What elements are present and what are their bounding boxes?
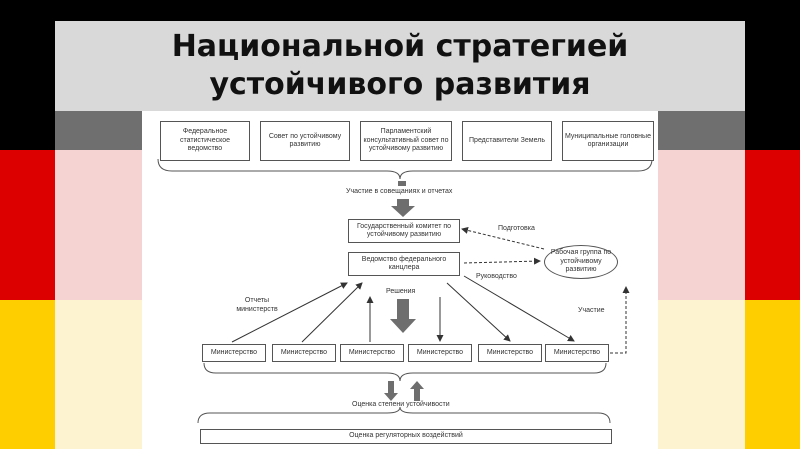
assessment-brace: [197, 406, 611, 424]
top-box-parliament-council: Парламентский консультативный совет по у…: [360, 121, 452, 161]
ministry-box: Министерство: [272, 344, 336, 362]
assessment-up-arrow: [410, 381, 424, 401]
top-brace: [157, 158, 653, 180]
assessment-down-arrow: [384, 381, 398, 401]
report-arrow-2: [301, 282, 363, 343]
ministry-box: Министерство: [408, 344, 472, 362]
working-group-ellipse: Рабочая группа по устойчивому развитию: [544, 245, 618, 279]
chancellery-to-group-arrow: [463, 257, 541, 265]
slide-title-line-2: устойчивого развития: [209, 67, 591, 102]
sustainability-assessment-label: Оценка степени устойчивости: [352, 401, 450, 408]
lead-arrow-3: [463, 275, 575, 342]
top-box-sustainability-council: Совет по устойчивому развитию: [260, 121, 350, 161]
ministry-box: Министерство: [545, 344, 609, 362]
participation-label: Участие в совещаниях и отчетах: [346, 188, 453, 195]
ministry-box: Министерство: [202, 344, 266, 362]
decisions-label: Решения: [386, 288, 416, 295]
diagram-connectors: [157, 158, 653, 424]
brace-node: [398, 181, 406, 186]
ministry-reports-label: Отчеты министерств: [236, 297, 278, 313]
lead-arrow-2: [446, 282, 511, 342]
down-arrow-committee: [391, 199, 415, 217]
governance-diagram: Федеральное статистическое ведомство Сов…: [142, 111, 658, 449]
preparation-label: Подготовка: [498, 225, 535, 232]
participation-loop: [610, 286, 630, 354]
chancellery-box: Ведомство федерального канцлера: [348, 252, 460, 276]
report-arrow-1: [231, 282, 348, 343]
decision-arrow: [390, 299, 416, 333]
regulatory-assessment-box: Оценка регуляторных воздействий: [200, 429, 612, 444]
state-committee-box: Государственный комитет по устойчивому р…: [348, 219, 460, 243]
top-box-laender: Представители Земель: [462, 121, 552, 161]
ministries-brace: [203, 362, 607, 382]
participation-right-label: Участие: [578, 307, 605, 314]
preparation-arrow: [461, 227, 545, 250]
top-box-statistics: Федеральное статистическое ведомство: [160, 121, 250, 161]
ministry-box: Министерство: [478, 344, 542, 362]
leadership-label: Руководство: [476, 273, 517, 280]
ministry-box: Министерство: [340, 344, 404, 362]
top-box-municipal: Муниципальные головные организации: [562, 121, 654, 161]
slide-title-line-1: Национальной стратегией: [171, 29, 629, 64]
slide-title-box: Национальной стратегией устойчивого разв…: [55, 21, 745, 111]
